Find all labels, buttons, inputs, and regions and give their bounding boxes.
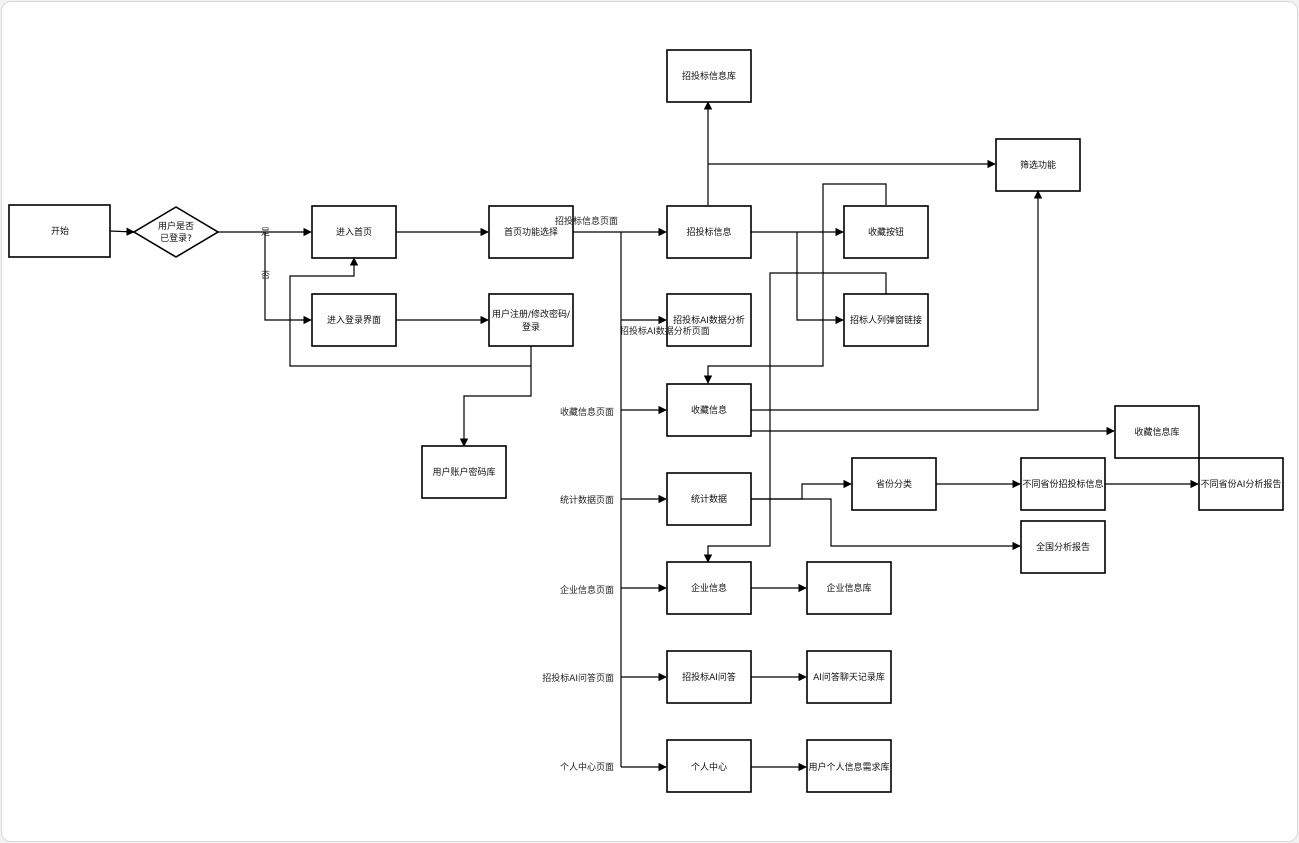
label-home-select: 首页功能选择	[504, 226, 558, 238]
edge-label-no: 否	[261, 270, 270, 281]
node-bid-ai	[666, 293, 752, 347]
node-province	[851, 457, 937, 511]
edge-label-ai-page: 招投标AI数据分析页面	[620, 325, 710, 337]
node-bid-info	[666, 205, 752, 259]
label-personal-db: 用户个人信息需求库	[808, 761, 889, 773]
edge-label-bid-page: 招投标信息页面	[555, 215, 618, 227]
label-filter: 筛选功能	[1020, 159, 1056, 171]
edge-label-stats-page: 统计数据页面	[560, 494, 614, 506]
node-company	[666, 561, 752, 615]
label-bid-info: 招投标信息	[686, 226, 731, 238]
label-bid-qa: 招投标AI问答	[682, 671, 736, 683]
node-bid-db	[666, 49, 752, 103]
node-account-db	[421, 445, 507, 499]
label-fav-info: 收藏信息	[691, 404, 727, 416]
node-enter-login	[311, 293, 397, 347]
node-enter-home	[311, 205, 397, 259]
label-province: 省份分类	[876, 478, 912, 490]
label-enter-login: 进入登录界面	[327, 315, 381, 326]
edges	[109, 101, 1199, 772]
label-bidder-popup: 招标人列弹窗链接	[850, 314, 922, 326]
node-register	[488, 293, 574, 347]
label-prov-ai: 不同省份AI分析报告	[1201, 478, 1282, 490]
label-enter-home: 进入首页	[336, 226, 372, 238]
edge-register-home	[289, 257, 531, 367]
edge-label-yes: 是	[261, 227, 270, 238]
edge-no-login	[264, 232, 312, 325]
node-bid-qa	[666, 650, 752, 704]
edge-stats-province	[751, 479, 852, 500]
node-decision	[132, 206, 220, 258]
node-fav-db	[1114, 405, 1200, 459]
nodes	[8, 49, 1284, 793]
label-company: 企业信息	[691, 582, 727, 594]
label-decision-2: 已登录?	[160, 233, 192, 244]
edge-label-fav-page: 收藏信息页面	[560, 406, 614, 418]
label-qa-db: AI问答聊天记录库	[813, 671, 885, 683]
edge-label-personal-page: 个人中心页面	[560, 761, 614, 773]
label-start: 开始	[51, 225, 69, 237]
node-qa-db	[806, 650, 892, 704]
node-labels: 开始 用户是否 已登录? 进入首页 进入登录界面 首页功能选择 用户注册/修改密…	[51, 70, 1281, 773]
node-fav-button	[843, 205, 929, 259]
label-bid-db: 招投标信息库	[682, 70, 736, 82]
label-personal: 个人中心	[691, 761, 727, 773]
label-account-db: 用户账户密码库	[432, 466, 495, 478]
node-company-db	[806, 561, 892, 615]
node-stats	[666, 472, 752, 526]
node-prov-bid	[1020, 457, 1106, 511]
edge-labels: 是 否 招投标信息页面 招投标AI数据分析页面 收藏信息页面 统计数据页面 企业…	[261, 215, 710, 773]
label-fav-db: 收藏信息库	[1134, 426, 1179, 438]
node-start	[8, 204, 111, 258]
node-fav-info	[666, 383, 752, 437]
node-prov-ai	[1198, 457, 1284, 511]
edge-stats-national	[751, 498, 1021, 551]
node-national	[1020, 520, 1106, 574]
label-register-2: 登录	[522, 322, 540, 333]
node-personal	[666, 739, 752, 793]
edge-favinfo-filter	[751, 190, 1043, 411]
edge-bid-popup	[796, 232, 844, 325]
label-decision-1: 用户是否	[158, 220, 194, 232]
label-stats: 统计数据	[691, 493, 727, 505]
label-prov-bid: 不同省份招投标信息	[1022, 478, 1103, 490]
edge-start-decision	[109, 227, 135, 236]
edge-label-qa-page: 招投标AI问答页面	[542, 672, 614, 684]
label-fav-button: 收藏按钮	[868, 226, 904, 238]
node-personal-db	[806, 739, 892, 793]
node-bidder-popup	[843, 293, 929, 347]
edge-favbtn-favinfo	[703, 183, 887, 384]
label-national: 全国分析报告	[1036, 541, 1090, 553]
edge-label-company-page: 企业信息页面	[560, 584, 614, 596]
label-company-db: 企业信息库	[826, 582, 871, 594]
label-register-1: 用户注册/修改密码/	[492, 308, 571, 320]
node-home-select	[488, 205, 574, 259]
label-bid-ai: 招投标AI数据分析	[673, 314, 745, 326]
edge-register-accountdb	[459, 346, 532, 447]
node-filter	[995, 138, 1081, 192]
